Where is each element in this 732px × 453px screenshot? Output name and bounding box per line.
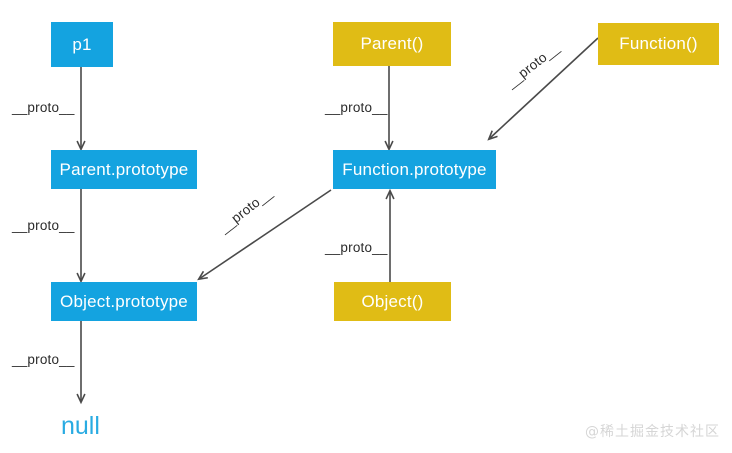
edge-label-parent-prototype-to-object-prototype: __proto__ [12, 218, 75, 233]
edge-label-function-prototype-to-object-prototype: __proto__ [216, 185, 275, 235]
edge-label-p1-to-parent-prototype: __proto__ [12, 100, 75, 115]
node-object-fn[interactable]: Object() [334, 282, 451, 321]
edge-label-text: __proto__ [216, 185, 275, 236]
edge-label-text: __proto__ [12, 218, 75, 233]
node-function-fn[interactable]: Function() [598, 23, 719, 65]
node-null: null [61, 412, 100, 441]
node-null-label: null [61, 412, 100, 440]
watermark: @稀土掘金技术社区 [585, 424, 720, 440]
node-parent-fn-label: Parent() [360, 34, 424, 53]
edge-label-object-fn-to-function-prototype: __proto__ [325, 240, 388, 255]
edge-label-text: __proto__ [325, 240, 388, 255]
node-parent-fn[interactable]: Parent() [333, 22, 451, 66]
node-p1[interactable]: p1 [51, 22, 113, 67]
node-parent-prototype-label: Parent.prototype [59, 159, 189, 179]
edge-label-parent-fn-to-function-prototype: __proto__ [325, 100, 388, 115]
node-object-fn-label: Object() [361, 291, 424, 311]
node-function-prototype[interactable]: Function.prototype [333, 150, 496, 189]
node-function-fn-label: Function() [619, 34, 698, 53]
node-function-prototype-label: Function.prototype [342, 159, 487, 179]
edge-label-text: __proto__ [503, 40, 562, 91]
edge-label-text: __proto__ [12, 352, 75, 367]
edge-label-text: __proto__ [12, 100, 75, 115]
node-parent-prototype[interactable]: Parent.prototype [51, 150, 197, 189]
edge-label-text: __proto__ [325, 100, 388, 115]
node-p1-label: p1 [72, 34, 92, 54]
node-object-prototype[interactable]: Object.prototype [51, 282, 197, 321]
edge-label-object-prototype-to-null: __proto__ [12, 352, 75, 367]
edge-label-function-fn-to-function-prototype: __proto__ [503, 40, 562, 90]
node-object-prototype-label: Object.prototype [60, 291, 188, 311]
